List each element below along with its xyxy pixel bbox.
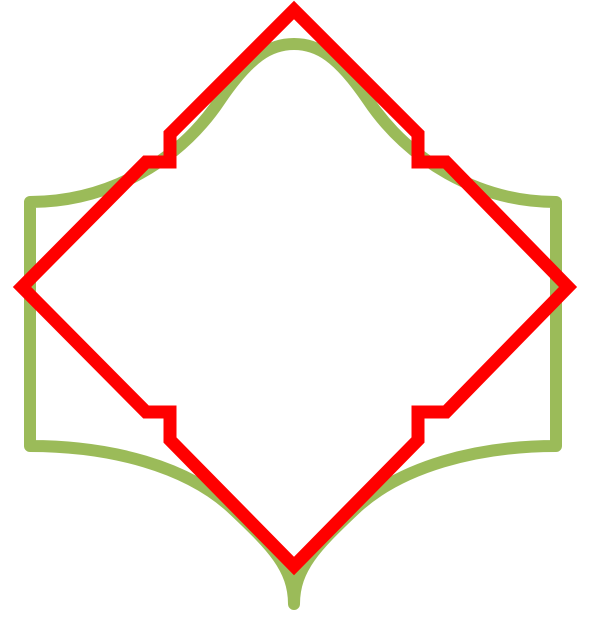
red-notched-diamond (12, 0, 578, 576)
